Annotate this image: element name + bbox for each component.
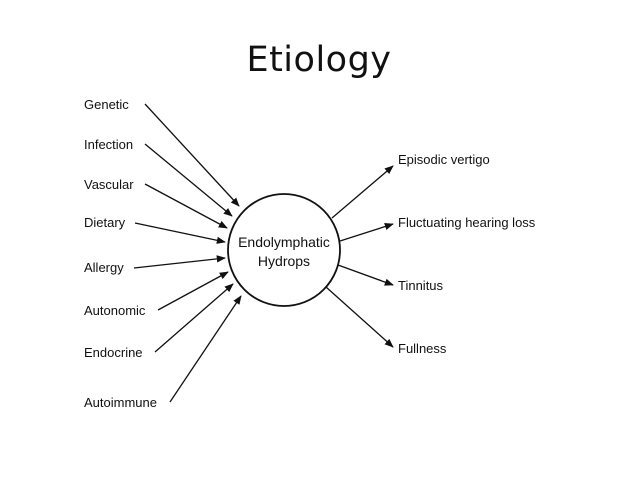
effect-arrow-tinnitus: [337, 264, 394, 286]
center-node-label-line2: Hydrops: [258, 253, 310, 269]
cause-arrow-endocrine: [154, 283, 234, 353]
effect-label-fullness: Fullness: [398, 341, 447, 356]
cause-arrow-autonomic: [157, 271, 229, 311]
effect-arrow-episodic-vertigo: [331, 165, 394, 219]
cause-label-allergy: Allergy: [84, 260, 124, 275]
cause-arrow-genetic: [144, 103, 240, 207]
cause-arrow-infection: [144, 143, 233, 217]
effects-group: Episodic vertigo Fluctuating hearing los…: [325, 152, 536, 356]
cause-label-autoimmune: Autoimmune: [84, 395, 157, 410]
cause-label-dietary: Dietary: [84, 215, 126, 230]
slide-title: Etiology: [246, 40, 392, 80]
causes-group: Genetic Infection Vascular Dietary Aller…: [84, 97, 242, 410]
cause-arrow-dietary: [134, 222, 226, 244]
effect-label-tinnitus: Tinnitus: [398, 278, 444, 293]
cause-arrow-allergy: [133, 255, 226, 269]
effect-label-fluctuating-hearing-loss: Fluctuating hearing loss: [398, 215, 536, 230]
center-node-label-line1: Endolymphatic: [238, 234, 330, 250]
cause-label-infection: Infection: [84, 137, 133, 152]
effect-label-episodic-vertigo: Episodic vertigo: [398, 152, 490, 167]
cause-label-vascular: Vascular: [84, 177, 134, 192]
cause-arrow-vascular: [144, 183, 228, 229]
cause-label-endocrine: Endocrine: [84, 345, 143, 360]
center-node-circle: [227, 193, 341, 307]
effect-arrow-fluctuating-hearing-loss: [339, 223, 394, 242]
cause-arrow-autoimmune: [169, 295, 242, 403]
effect-arrow-fullness: [325, 286, 394, 348]
cause-label-genetic: Genetic: [84, 97, 129, 112]
cause-label-autonomic: Autonomic: [84, 303, 146, 318]
